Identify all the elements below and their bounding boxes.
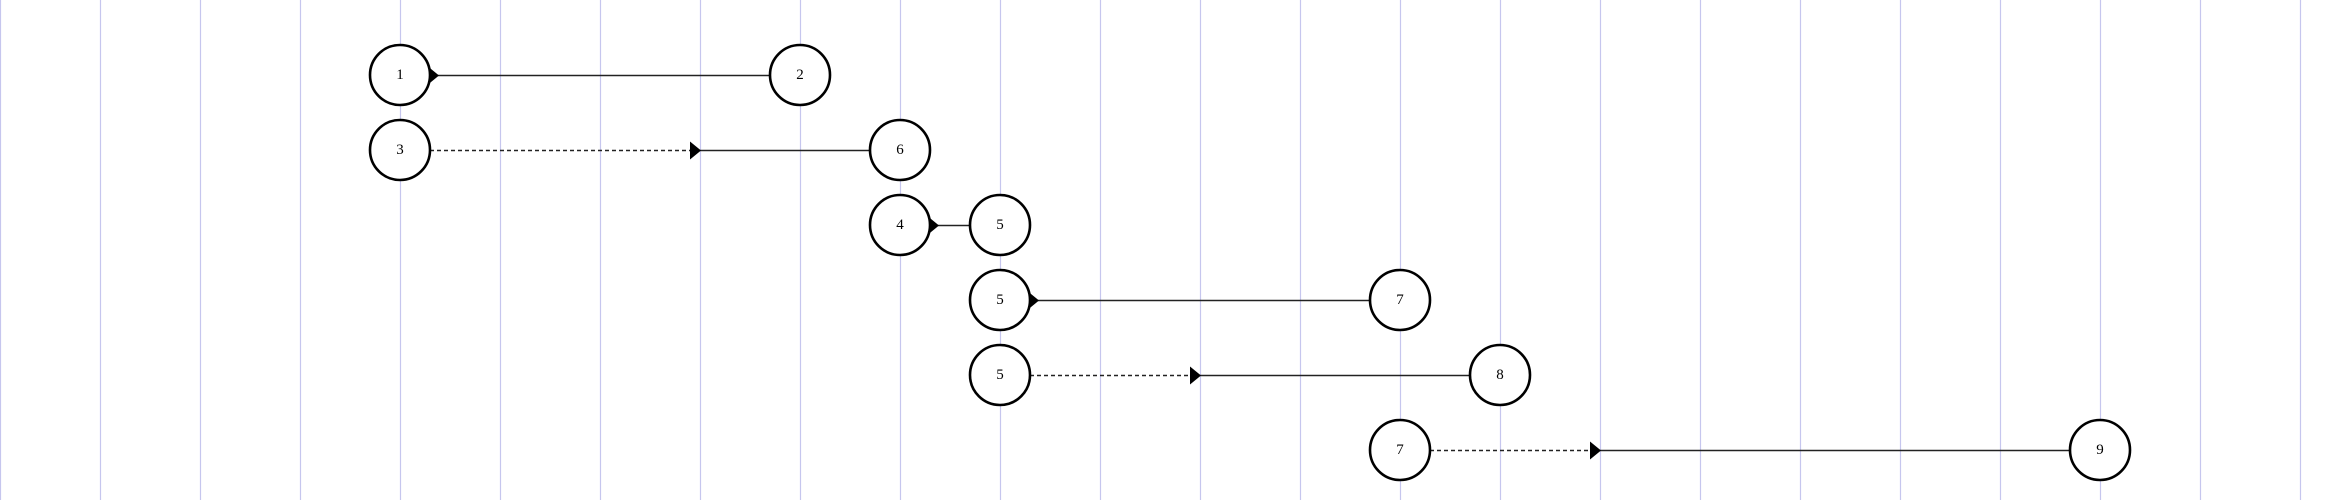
node-circle: [968, 343, 1032, 407]
node-circle: [868, 193, 932, 257]
node-label: 2: [796, 67, 804, 83]
node-end: 2: [768, 43, 832, 107]
node-circle: [368, 118, 432, 182]
node-circle: [768, 43, 832, 107]
node-label: 5: [996, 217, 1004, 233]
node-label: 8: [1496, 367, 1504, 383]
node-start: 1: [368, 43, 432, 107]
node-label: 1: [396, 67, 404, 83]
node-label: 9: [2096, 442, 2104, 458]
node-circle: [968, 193, 1032, 257]
node-label: 7: [1396, 292, 1404, 308]
node-label: 3: [396, 142, 404, 158]
node-end: 5: [968, 193, 1032, 257]
node-label: 6: [896, 142, 904, 158]
node-start: 5: [968, 343, 1032, 407]
node-start: 3: [368, 118, 432, 182]
node-label: 5: [996, 367, 1004, 383]
node-start: 4: [868, 193, 932, 257]
node-circle: [1368, 268, 1432, 332]
nodes: 1 2 3 6 4 5 5 7 5 8 7 9: [368, 43, 2132, 482]
grid-lines: [0, 0, 2302, 500]
arrowhead: [1590, 441, 1601, 460]
node-circle: [2068, 418, 2132, 482]
node-end: 7: [1368, 268, 1432, 332]
node-circle: [1368, 418, 1432, 482]
node-end: 8: [1468, 343, 1532, 407]
node-circle: [368, 43, 432, 107]
edges: [428, 66, 2070, 460]
arrowhead: [690, 141, 701, 160]
node-end: 9: [2068, 418, 2132, 482]
node-label: 7: [1396, 442, 1404, 458]
node-circle: [968, 268, 1032, 332]
node-label: 5: [996, 292, 1004, 308]
node-start: 5: [968, 268, 1032, 332]
node-end: 6: [868, 118, 932, 182]
arrowhead: [1190, 366, 1201, 385]
node-label: 4: [896, 217, 904, 233]
node-start: 7: [1368, 418, 1432, 482]
node-circle: [868, 118, 932, 182]
node-circle: [1468, 343, 1532, 407]
